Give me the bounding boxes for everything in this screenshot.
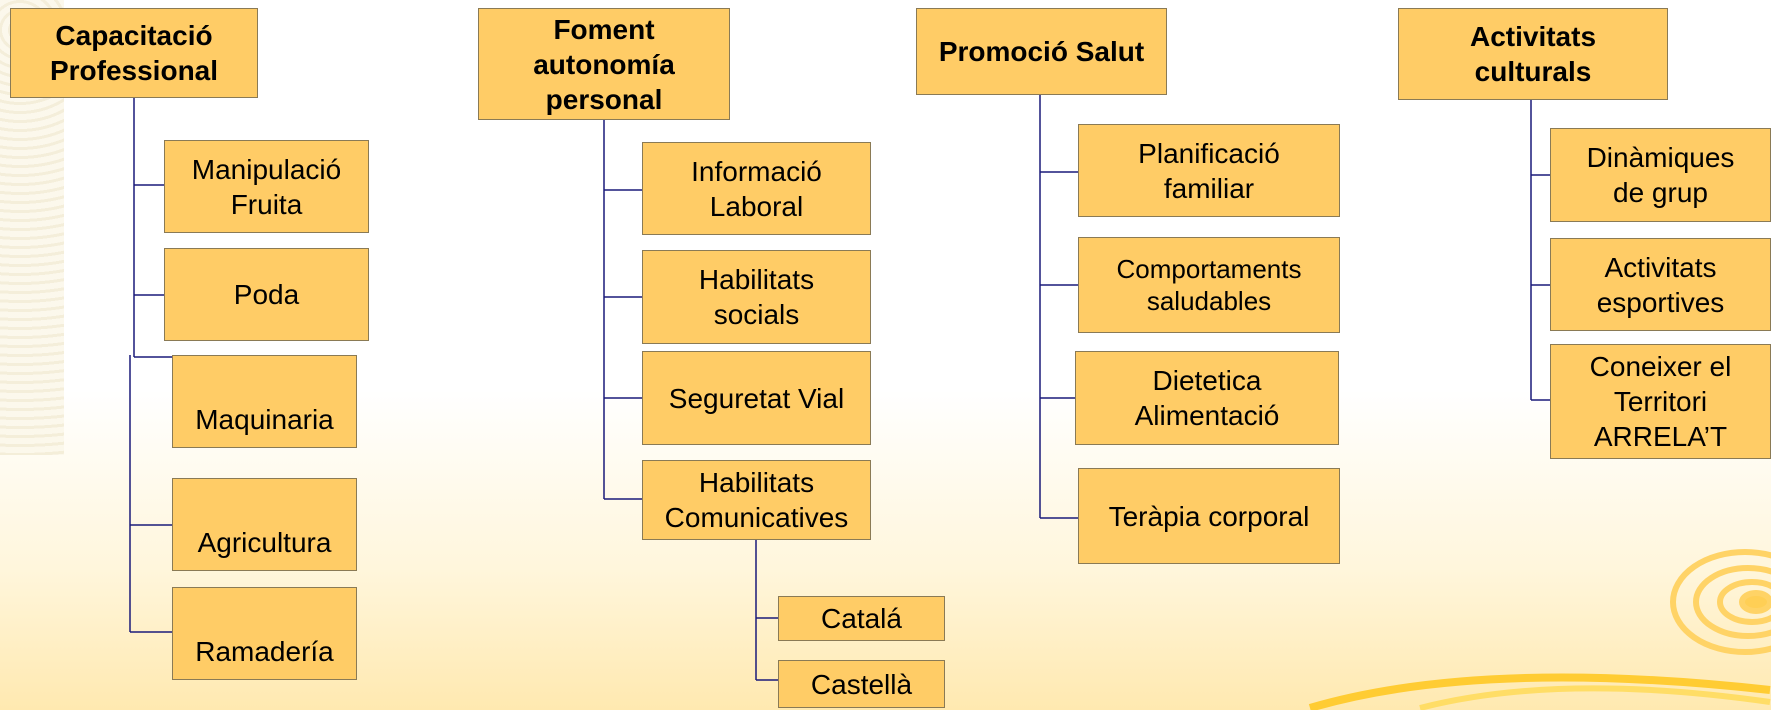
header-capacitacio-professional: Capacitació Professional	[10, 8, 258, 98]
node-seguretat-vial: Seguretat Vial	[642, 351, 871, 445]
node-catala: Catalá	[778, 596, 945, 641]
node-comportaments-saludables: Comportaments saludables	[1078, 237, 1340, 333]
node-terapia-corporal: Teràpia corporal	[1078, 468, 1340, 564]
node-habilitats-socials: Habilitats socials	[642, 250, 871, 344]
node-ramaderia: Ramadería	[172, 587, 357, 680]
node-habilitats-comunicatives: Habilitats Comunicatives	[642, 460, 871, 540]
node-dinamiques-de-grup: Dinàmiques de grup	[1550, 128, 1771, 222]
node-manipulacio-fruita: Manipulació Fruita	[164, 140, 369, 233]
header-foment-autonomia-personal: Foment autonomía personal	[478, 8, 730, 120]
swoosh-decoration-icon	[1308, 673, 1771, 710]
node-coneixer-el-territori: Coneixer el Territori ARRELA’T	[1550, 344, 1771, 459]
header-activitats-culturals: Activitats culturals	[1398, 8, 1668, 100]
spiral-decoration-icon	[1670, 549, 1771, 655]
node-informacio-laboral: Informació Laboral	[642, 142, 871, 235]
node-agricultura: Agricultura	[172, 478, 357, 571]
node-poda: Poda	[164, 248, 369, 341]
node-dietetica-alimentacio: Dietetica Alimentació	[1075, 351, 1339, 445]
node-castella: Castellà	[778, 660, 945, 708]
node-maquinaria: Maquinaria	[172, 355, 357, 448]
node-activitats-esportives: Activitats esportives	[1550, 238, 1771, 331]
node-planificacio-familiar: Planificació familiar	[1078, 124, 1340, 217]
header-promocio-salut: Promoció Salut	[916, 8, 1167, 95]
